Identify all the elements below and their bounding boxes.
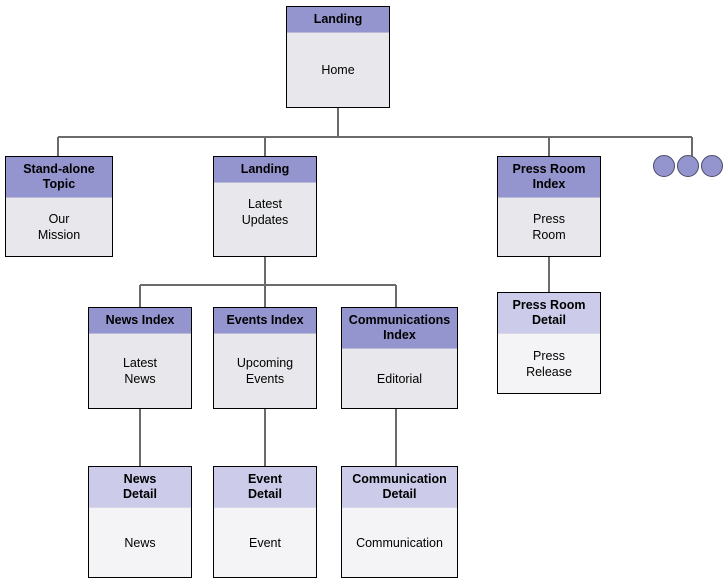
node-header: Press Room Detail — [498, 293, 600, 334]
node-press-room-detail[interactable]: Press Room Detail Press Release — [497, 292, 601, 394]
node-standalone-topic[interactable]: Stand-alone Topic Our Mission — [5, 156, 113, 257]
node-landing-latest-updates[interactable]: Landing Latest Updates — [213, 156, 317, 257]
node-header: Event Detail — [214, 467, 316, 508]
ellipsis-circle-icon — [653, 155, 675, 177]
more-nodes-indicator[interactable] — [653, 155, 723, 181]
node-events-index[interactable]: Events Index Upcoming Events — [213, 307, 317, 409]
node-news-index[interactable]: News Index Latest News — [88, 307, 192, 409]
node-body: Communication — [356, 535, 443, 550]
node-header: Events Index — [214, 308, 316, 334]
node-body: Our Mission — [37, 212, 81, 242]
node-body: Editorial — [376, 371, 423, 386]
node-press-room-index[interactable]: Press Room Index Press Room — [497, 156, 601, 257]
node-header: News Index — [89, 308, 191, 334]
node-body: Upcoming Events — [236, 356, 294, 386]
node-communications-index[interactable]: Communications Index Editorial — [341, 307, 458, 409]
node-body: Home — [321, 63, 355, 77]
node-header: Press Room Index — [498, 157, 600, 198]
node-body: Latest Updates — [241, 197, 289, 227]
node-body: Latest News — [122, 356, 158, 386]
node-header: Stand-alone Topic — [6, 157, 112, 198]
node-event-detail[interactable]: Event Detail Event — [213, 466, 317, 578]
node-news-detail[interactable]: News Detail News — [88, 466, 192, 578]
node-landing-home[interactable]: Landing Home — [286, 6, 390, 108]
ellipsis-circle-icon — [677, 155, 699, 177]
node-header: News Detail — [89, 467, 191, 508]
node-body: Press Room — [532, 212, 566, 242]
node-body: News — [124, 535, 156, 550]
node-header: Landing — [214, 157, 316, 183]
ellipsis-circle-icon — [701, 155, 723, 177]
node-body: Press Release — [526, 348, 572, 379]
node-header: Landing — [287, 7, 389, 33]
node-header: Communications Index — [342, 308, 457, 349]
node-body: Event — [249, 535, 281, 550]
node-header: Communication Detail — [342, 467, 457, 508]
node-communication-detail[interactable]: Communication Detail Communication — [341, 466, 458, 578]
